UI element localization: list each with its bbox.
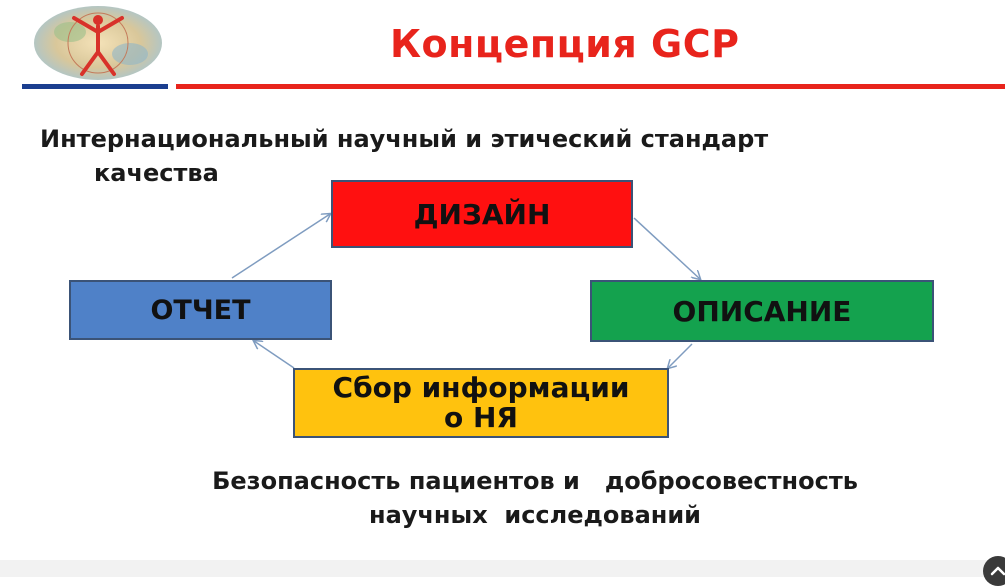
cycle-box-design: ДИЗАЙН	[331, 180, 633, 248]
vitruvian-man-logo	[30, 4, 166, 82]
arrow-design-to-describe	[633, 217, 700, 279]
arrow-collect-to-report	[254, 341, 295, 369]
subtitle-line-1: Интернациональный научный и этический ст…	[40, 125, 769, 153]
cycle-box-design-label: ДИЗАЙН	[413, 197, 551, 231]
header-rule-blue	[22, 84, 168, 89]
header-rule-red	[176, 84, 1005, 89]
slide-title: Концепция GCP	[390, 22, 740, 66]
cycle-box-describe: ОПИСАНИЕ	[590, 280, 934, 342]
chevron-up-icon	[990, 566, 1005, 576]
cycle-box-collect-line-1: Сбор информации	[332, 371, 630, 404]
slide-subtitle: Интернациональный научный и этический ст…	[40, 122, 940, 190]
arrow-report-to-design	[231, 214, 330, 279]
footer-line-2: научных исследований	[369, 501, 701, 529]
cycle-box-describe-label: ОПИСАНИЕ	[672, 294, 852, 328]
cycle-box-report: ОТЧЕТ	[69, 280, 332, 340]
arrow-describe-to-collect	[668, 343, 693, 368]
footer-line-1: Безопасность пациентов и добросовестност…	[212, 467, 858, 495]
cycle-box-collect: Сбор информации о НЯ	[293, 368, 669, 438]
presentation-slide: Концепция GCP Интернациональный научный …	[22, 0, 1005, 560]
cycle-arrows	[231, 0, 1005, 560]
cycle-box-report-label: ОТЧЕТ	[150, 294, 251, 326]
cycle-box-collect-line-2: о НЯ	[444, 401, 518, 434]
scroll-up-button[interactable]	[983, 556, 1005, 586]
player-bottom-strip	[0, 560, 1005, 577]
slide-footer: Безопасность пациентов и добросовестност…	[120, 464, 950, 532]
subtitle-line-2: качества	[94, 159, 219, 187]
